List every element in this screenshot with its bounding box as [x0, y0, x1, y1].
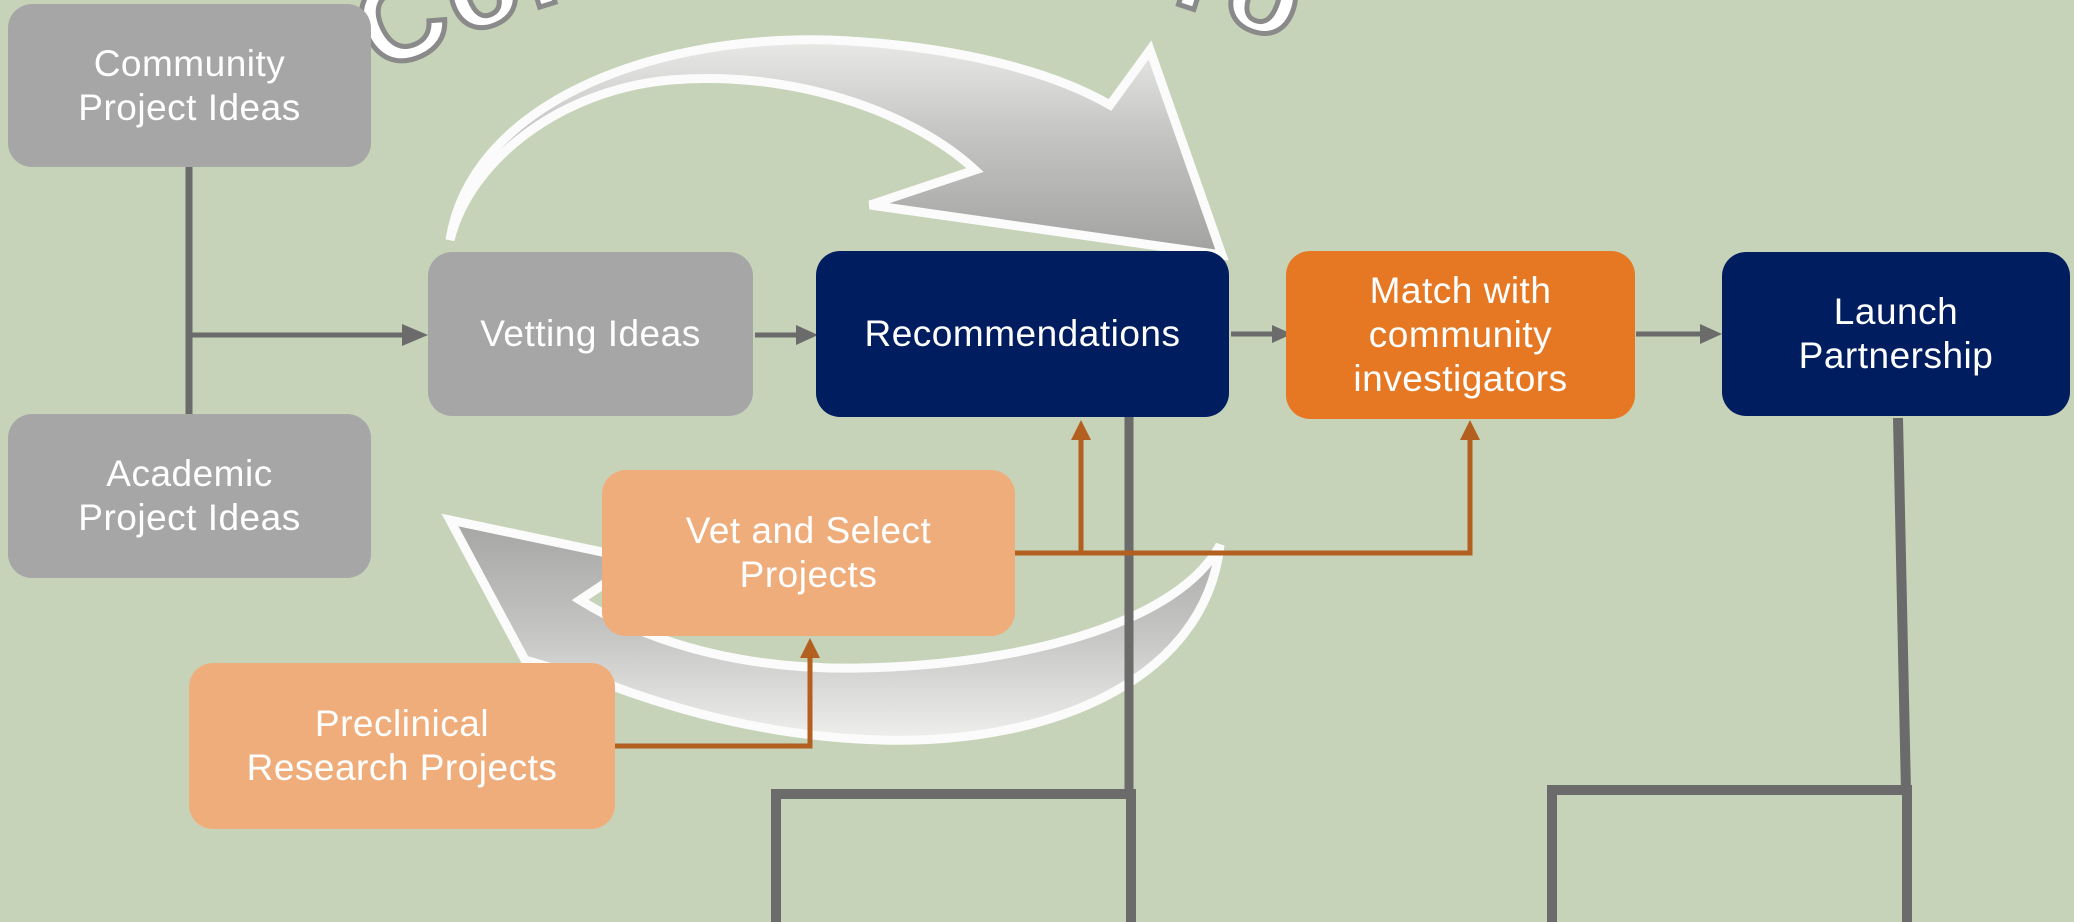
connector-vetselect-to-match	[1015, 432, 1473, 556]
cycle-arrow-bottom	[441, 513, 1225, 745]
node-academic-project-ideas: Academic Project Ideas	[8, 414, 371, 578]
connector-bracket-right	[1547, 785, 1912, 922]
arrowhead-to-recommendations-orange	[1071, 420, 1091, 440]
node-launch-label: Launch Partnership	[1798, 291, 1994, 376]
arrowhead-to-recommendations	[796, 325, 818, 345]
arrowhead-to-match-orange	[1460, 420, 1480, 440]
orange-arrowheads	[800, 420, 1480, 658]
node-vetting-label: Vetting Ideas	[480, 313, 701, 354]
node-vet-and-select-projects: Vet and Select Projects	[602, 470, 1015, 636]
connector-bracket-left	[771, 789, 1136, 922]
cycle-arrow-top	[445, 35, 1229, 261]
node-community-label: Community Project Ideas	[78, 42, 301, 128]
arrowhead-to-vetting	[402, 324, 428, 346]
connector-launch-down	[1893, 417, 1911, 793]
arrowhead-to-launch	[1700, 324, 1722, 344]
gray-arrowheads	[402, 324, 1722, 346]
node-launch-partnership: Launch Partnership	[1722, 252, 2070, 416]
node-preclinical-research-projects: Preclinical Research Projects	[189, 663, 615, 829]
node-community-project-ideas: Community Project Ideas	[8, 4, 371, 167]
node-recommendations-label: Recommendations	[864, 313, 1181, 354]
node-preclinical-label: Preclinical Research Projects	[246, 703, 558, 788]
node-match-label: Match with community investigators	[1353, 270, 1568, 399]
arrowhead-to-vetselect	[800, 638, 820, 658]
node-vetting-ideas: Vetting Ideas	[428, 252, 753, 416]
node-match-with-community-investigators: Match with community investigators	[1286, 251, 1635, 419]
arrowhead-to-match	[1272, 325, 1292, 343]
connector-preclinical-to-vetselect	[615, 655, 813, 749]
gray-connectors	[185, 166, 1912, 922]
node-academic-label: Academic Project Ideas	[78, 453, 301, 538]
orange-connectors	[615, 432, 1473, 749]
node-vet-select-label: Vet and Select Projects	[685, 510, 932, 595]
node-recommendations: Recommendations	[816, 251, 1229, 417]
